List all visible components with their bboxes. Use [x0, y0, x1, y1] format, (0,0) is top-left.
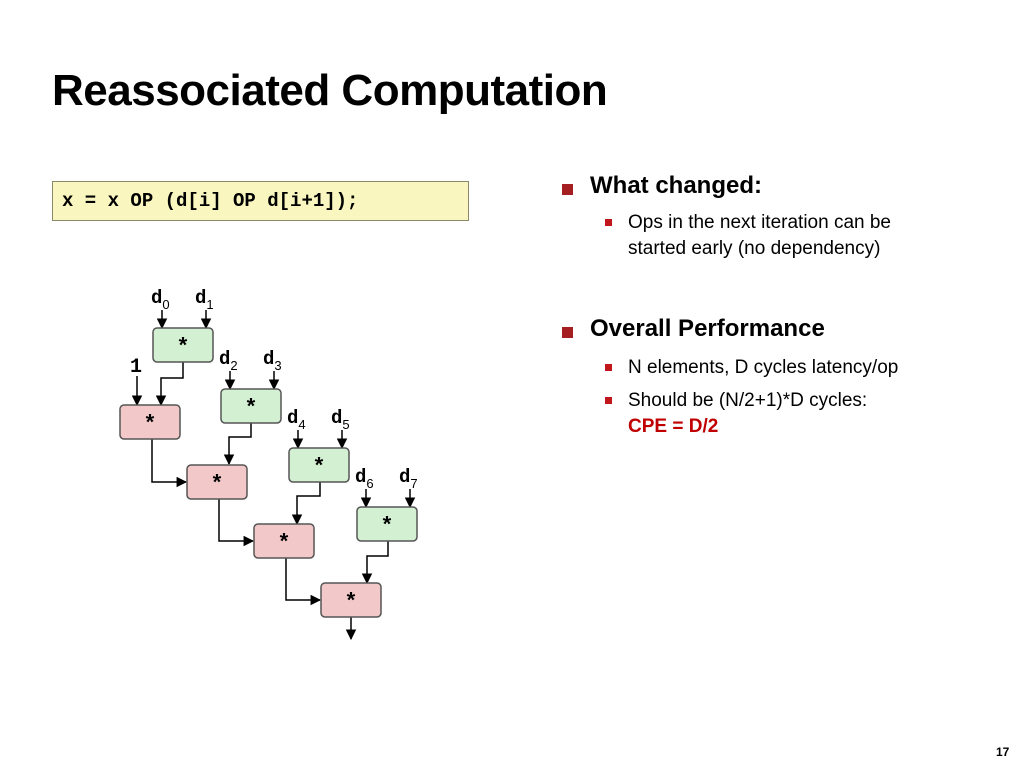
- op-box-accum-1-symbol: *: [143, 412, 156, 437]
- heading-what-changed: What changed:: [590, 172, 762, 199]
- op-box-accum-3: [253, 523, 315, 559]
- input-label-4: d4: [287, 407, 306, 432]
- connectors: [131, 310, 416, 641]
- bullet-text-ops-line2: started early (no dependency): [628, 238, 881, 259]
- sub-bullet-3: [605, 397, 612, 404]
- code-line: x = x OP (d[i] OP d[i+1]);: [62, 190, 359, 212]
- op-box-accum-1: [119, 404, 181, 440]
- input-label-0: d0: [151, 287, 170, 312]
- input-label-7: d7: [399, 466, 418, 491]
- op-box-accum-4: [320, 582, 382, 618]
- op-box-pair-4-symbol: *: [380, 514, 393, 539]
- input-label-5: d5: [331, 407, 350, 432]
- bullet-square-2: [562, 327, 573, 338]
- bullet-text-n-elements: N elements, D cycles latency/op: [628, 357, 899, 378]
- op-box-pair-1: [152, 327, 214, 363]
- bullet-text-ops-line1: Ops in the next iteration can be: [628, 212, 891, 233]
- op-box-pair-3: [288, 447, 350, 483]
- input-label-6: d6: [355, 466, 374, 491]
- op-box-pair-4: [356, 506, 418, 542]
- op-box-accum-4-symbol: *: [344, 590, 357, 615]
- input-label-3: d3: [263, 348, 282, 373]
- op-box-accum-2: [186, 464, 248, 500]
- input-label-1: d1: [195, 287, 214, 312]
- bullet-text-should-be: Should be (N/2+1)*D cycles:: [628, 390, 868, 411]
- op-box-pair-1-symbol: *: [176, 335, 189, 360]
- initial-value-label: 1: [130, 356, 142, 379]
- bullet-square-1: [562, 184, 573, 195]
- slide-title: Reassociated Computation: [52, 66, 608, 115]
- heading-overall-performance: Overall Performance: [590, 315, 825, 342]
- op-box-pair-2: [220, 388, 282, 424]
- op-box-pair-2-symbol: *: [244, 396, 257, 421]
- sub-bullet-1: [605, 219, 612, 226]
- op-box-accum-3-symbol: *: [277, 531, 290, 556]
- cpe-highlight: CPE = D/2: [628, 416, 719, 437]
- sub-bullet-2: [605, 364, 612, 371]
- op-box-pair-3-symbol: *: [312, 455, 325, 480]
- page-number: 17: [996, 745, 1010, 759]
- input-label-2: d2: [219, 348, 238, 373]
- code-box: x = x OP (d[i] OP d[i+1]);: [52, 181, 469, 221]
- op-box-accum-2-symbol: *: [210, 472, 223, 497]
